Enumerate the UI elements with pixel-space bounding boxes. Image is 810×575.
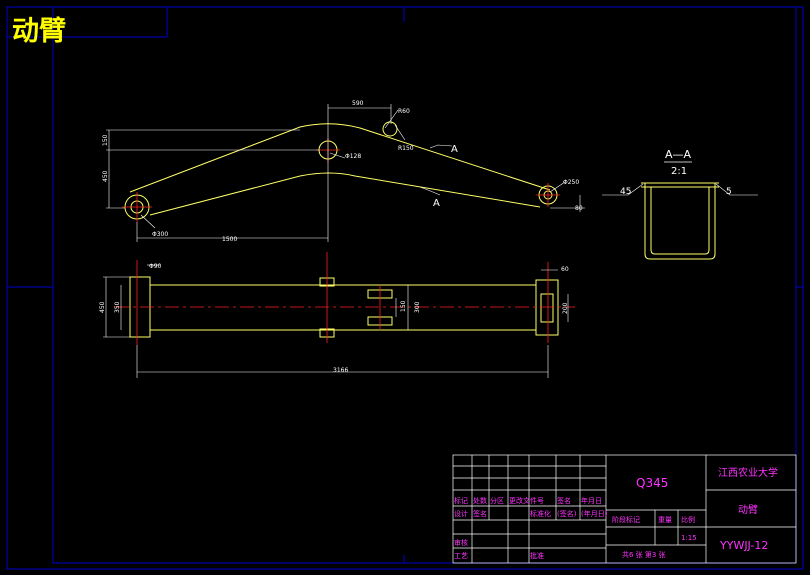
dim-450: 450 — [102, 170, 109, 182]
part-name: 动臂 — [738, 503, 758, 516]
section-scale: 2:1 — [671, 166, 687, 177]
dim-r150: R150 — [398, 145, 414, 152]
drawing-number: YYWJJ-12 — [719, 539, 768, 552]
hdr-zone: 分区 — [490, 496, 504, 505]
dim-3166: 3166 — [333, 367, 348, 374]
section-mark-a-top: A — [451, 144, 458, 155]
row-sign: 签名 — [473, 509, 487, 518]
dim-w300: 300 — [414, 301, 421, 313]
section-weld-marks — [602, 183, 758, 196]
dim-60: 60 — [561, 266, 569, 273]
title-block-text: 标记 处数 分区 更改文件号 签名 年月日 设计 签名 标准化 (签名) (年月… — [454, 466, 778, 560]
label-review: 审核 — [454, 538, 468, 547]
section-mark-a-bottom: A — [433, 198, 440, 209]
section-profile — [641, 182, 719, 260]
frame — [6, 6, 804, 570]
row-design: 设计 — [454, 509, 468, 518]
row-date-paren: (年月日) — [581, 509, 608, 518]
dim-150: 150 — [102, 134, 109, 146]
hdr-count: 处数 — [473, 496, 487, 505]
top-view-dim-lines — [103, 264, 569, 378]
dim-590: 590 — [352, 100, 364, 107]
front-dim-text: 590 R60 R150 Φ128 Φ250 Φ300 1500 80 150 … — [102, 100, 583, 243]
front-dim-lines — [106, 104, 585, 242]
title-block-grid — [452, 454, 797, 564]
dim-w150: 150 — [400, 300, 407, 312]
title-block: 标记 处数 分区 更改文件号 签名 年月日 设计 签名 标准化 (签名) (年月… — [452, 454, 797, 564]
section-view: A—A 2:1 45 5 — [602, 148, 758, 260]
front-view: 590 R60 R150 Φ128 Φ250 Φ300 1500 80 150 … — [102, 100, 585, 243]
top-view-outline — [129, 276, 559, 338]
top-view: Φ90 3166 60 450 350 150 300 200 — [99, 252, 575, 378]
drawing-title: 动臂 — [12, 16, 66, 47]
dim-phi300: Φ300 — [152, 231, 168, 238]
dim-phi128: Φ128 — [345, 153, 361, 160]
dim-phi90: Φ90 — [149, 263, 162, 270]
hdr-mark: 标记 — [454, 496, 468, 505]
dim-w200: 200 — [562, 302, 569, 314]
weld-right: 5 — [726, 187, 732, 197]
row-sign-paren: (签名) — [557, 509, 577, 518]
hdr-sign: 签名 — [557, 496, 571, 505]
dim-w450: 450 — [99, 301, 106, 313]
label-ratio: 比例 — [681, 515, 695, 524]
label-process: 工艺 — [454, 552, 468, 560]
top-view-centerline — [115, 252, 575, 345]
weld-left: 45 — [620, 187, 631, 197]
label-approve: 批准 — [530, 551, 544, 560]
label-stage: 阶段标记 — [612, 515, 640, 524]
dim-1500: 1500 — [222, 236, 237, 243]
hdr-date: 年月日 — [581, 496, 602, 505]
top-view-dim-text: Φ90 3166 60 450 350 150 300 200 — [99, 263, 569, 374]
dim-w350: 350 — [114, 301, 121, 313]
label-weight: 重量 — [658, 516, 672, 524]
row-standard: 标准化 — [530, 509, 551, 518]
dim-80: 80 — [575, 205, 583, 212]
material: Q345 — [636, 476, 668, 490]
sheet-info: 共6 张 第3 张 — [622, 550, 666, 559]
dim-phi250: Φ250 — [563, 179, 579, 186]
scale-value: 1:15 — [681, 534, 697, 542]
institution: 江西农业大学 — [718, 466, 778, 479]
dim-r60: R60 — [398, 108, 410, 115]
hdr-change-doc: 更改文件号 — [509, 496, 544, 505]
section-label: A—A — [665, 148, 692, 161]
